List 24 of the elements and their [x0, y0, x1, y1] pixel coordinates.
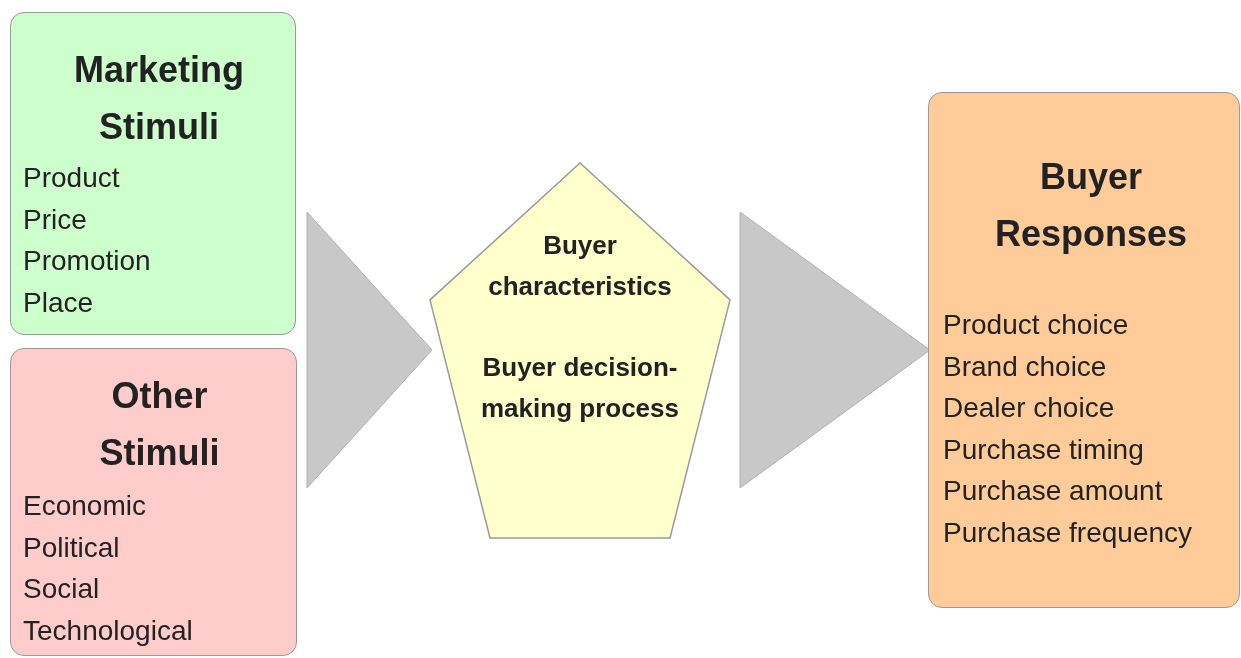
- stimulus-box: [10, 12, 296, 335]
- list-item: Dealer choice: [943, 391, 1116, 425]
- list-item: Promotion: [23, 244, 152, 278]
- list-item: Place: [23, 285, 95, 320]
- list-item: Product: [23, 161, 121, 195]
- list-item: Social: [23, 572, 101, 606]
- list-item: Purchase frequency: [943, 515, 1194, 550]
- stimulus-box: [10, 348, 297, 656]
- list-item: Price: [23, 202, 88, 237]
- list-item: Purchase timing: [943, 432, 1145, 467]
- list-item: Purchase amount: [943, 474, 1164, 508]
- list-item: Economic: [23, 489, 147, 523]
- chevron-arrow: [306, 211, 433, 489]
- list-item: Political: [23, 530, 121, 565]
- box-heading: Other Stimuli: [98, 374, 221, 475]
- list-item: Technological: [23, 613, 194, 648]
- box-heading: Marketing Stimuli: [72, 48, 245, 149]
- stimulus-box: [928, 92, 1240, 608]
- node-text: Buyer decision-making process: [480, 351, 680, 425]
- chevron-arrow: [739, 211, 931, 489]
- list-item: Product choice: [943, 308, 1130, 342]
- list-item: Brand choice: [943, 349, 1108, 384]
- node-text: Buyer characteristics: [487, 229, 673, 303]
- box-heading: Buyer Responses: [993, 155, 1189, 256]
